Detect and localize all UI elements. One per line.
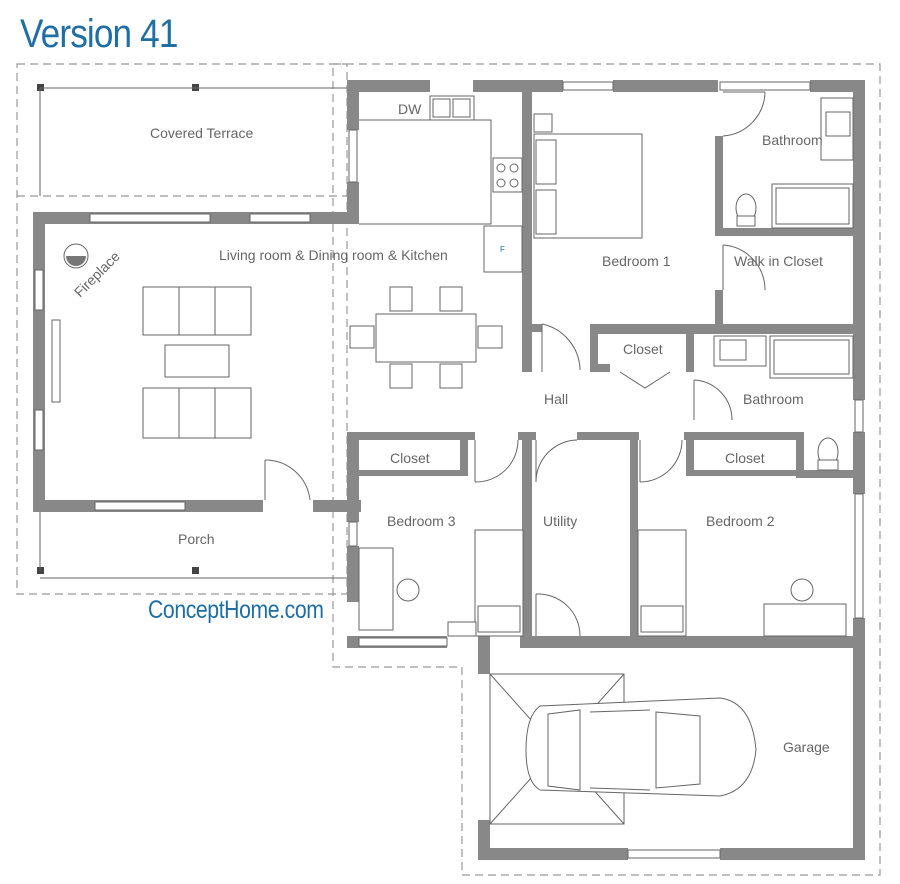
label-covered-terrace: Covered Terrace xyxy=(150,125,253,141)
roof-outline xyxy=(16,63,881,876)
bedroom3-furniture xyxy=(358,529,524,637)
label-bathroom1: Bathroom xyxy=(762,132,823,148)
bathroom2-fixtures xyxy=(713,335,854,471)
label-porch: Porch xyxy=(178,531,215,547)
label-walk-in-closet: Walk in Closet xyxy=(734,253,823,269)
label-hall: Hall xyxy=(544,391,568,407)
dining-table xyxy=(349,286,503,389)
page-title: Version 41 xyxy=(20,12,178,56)
bedroom1-furniture xyxy=(533,113,643,239)
living-furniture xyxy=(51,243,252,439)
label-closet-hall: Closet xyxy=(623,341,663,357)
doors xyxy=(264,91,766,637)
label-living: Living room & Dining room & Kitchen xyxy=(219,247,448,263)
kitchen: F xyxy=(359,95,523,273)
label-closet3: Closet xyxy=(390,450,430,466)
label-utility: Utility xyxy=(543,513,577,529)
label-bathroom2: Bathroom xyxy=(743,391,804,407)
bathroom1-fixtures xyxy=(735,97,854,229)
garage-car xyxy=(489,673,757,825)
label-bedroom1: Bedroom 1 xyxy=(602,253,671,269)
label-bedroom3: Bedroom 3 xyxy=(387,513,456,529)
bedroom2-furniture xyxy=(637,529,847,637)
label-fireplace: Fireplace xyxy=(71,248,123,300)
label-garage: Garage xyxy=(783,739,830,755)
windows xyxy=(34,81,864,859)
label-dw: DW xyxy=(398,101,422,117)
label-closet2: Closet xyxy=(725,450,765,466)
brand-watermark: ConceptHome.com xyxy=(148,596,324,624)
posts xyxy=(37,84,347,579)
label-bedroom2: Bedroom 2 xyxy=(706,513,775,529)
fridge-label: F xyxy=(500,245,505,254)
